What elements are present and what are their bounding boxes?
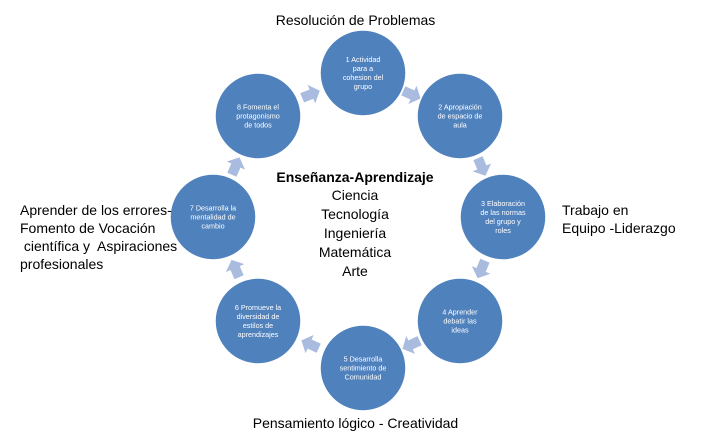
subject-arte: Arte [342,263,368,279]
node-circle [319,324,407,412]
node-text-line: 6 Promueve la [235,303,281,312]
node-circle [416,72,504,160]
node-circle [319,29,407,117]
node-text-line: Comunidad [345,373,382,382]
cycle-arrow [472,156,492,176]
cycle-arrow [301,334,321,354]
node-text-line: grupo [354,82,372,91]
cycle-arrow [401,85,421,105]
cycle-arrows [225,84,492,354]
subject-matematica: Matemática [318,244,392,260]
left-outcome-label: Aprender de los errores- Fomento de Voca… [20,201,177,273]
node-text-line: del grupo y [485,217,521,226]
node-text-line: 8 Fomenta el [237,103,279,112]
top-outcome-label: Resolución de Problemas [275,12,436,28]
cycle-arrow [300,84,320,104]
node-text-line: sentimiento de [340,364,387,373]
node-text-line: 2 Apropiación [438,103,482,112]
node-text-line: cambio [201,222,224,231]
node-text-line: 5 Desarrolla [344,355,383,364]
cycle-arrow [471,258,491,279]
left-label-line: científica y Aspiraciones [20,238,178,254]
bottom-outcome-label: Pensamiento lógico - Creatividad [252,415,459,431]
center-block: Enseñanza-Aprendizaje Ciencia Tecnología… [270,168,440,281]
node-text-line: protagonismo [236,112,280,121]
node-text-line: de las normas [480,208,526,217]
node-text-line: mentalidad de [190,213,235,222]
node-text-line: 1 Actividad [346,55,381,64]
node-text-line: estilos de [243,321,273,330]
subject-ingenieria: Ingeniería [323,225,387,241]
node-circle [459,173,547,261]
node-text-line: aula [453,121,467,130]
subject-ciencia: Ciencia [331,187,379,203]
left-label-line: Aprender de los errores- [20,202,172,218]
node-text-line: 7 Desarrolla la [190,204,236,213]
cycle-arrow [225,259,245,280]
node-text-line: aprendizajes [238,330,279,339]
node-circle [214,72,302,160]
center-title: Enseñanza-Aprendizaje [276,169,434,185]
node-circle [169,173,257,261]
left-label-line: Fomento de Vocación [20,220,156,236]
subject-tecnologia: Tecnología [321,206,389,222]
cycle-arrow [226,157,246,177]
node-text-line: cohesion del [343,73,384,82]
cycle-arrow [402,335,422,354]
node-text-line: de todos [244,121,272,130]
node-text-line: de espacio de [438,112,483,121]
node-circle [214,277,302,365]
right-label-line: Trabajo en [562,202,629,218]
right-outcome-label: Trabajo en Equipo -Liderazgo [562,201,676,237]
node-text-line: para a [353,64,373,73]
node-text-line: 3 Elaboración [481,199,525,208]
node-text-line: 4 Aprender [442,308,478,317]
left-label-line: profesionales [20,256,104,272]
right-label-line: Equipo -Liderazgo [562,220,676,236]
node-text-line: roles [495,226,511,235]
node-circle [416,277,504,365]
node-text-line: debatir las [443,317,477,326]
node-text-line: ideas [451,326,469,335]
node-text-line: diversidad de [237,312,280,321]
